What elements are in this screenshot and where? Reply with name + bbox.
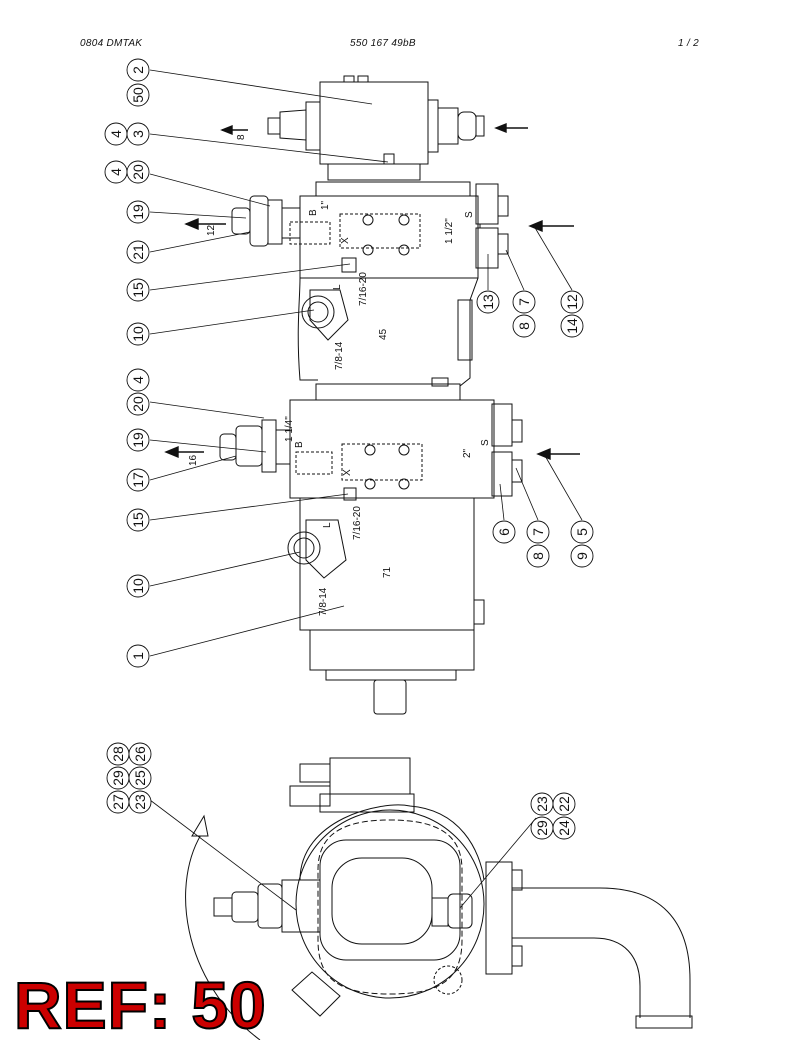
balloon-19: 19 bbox=[130, 432, 146, 448]
balloon-20: 20 bbox=[130, 396, 146, 412]
balloon-14: 14 bbox=[564, 318, 580, 334]
pump-lower bbox=[219, 399, 523, 715]
pump-upper bbox=[231, 181, 509, 387]
balloon-3: 3 bbox=[130, 130, 146, 138]
displacement-71: 71 bbox=[382, 566, 393, 578]
port-size-12: 12 bbox=[206, 224, 217, 236]
port-size-8: 8 bbox=[236, 134, 247, 140]
balloon-26: 26 bbox=[132, 746, 148, 762]
balloon-22: 22 bbox=[556, 796, 572, 812]
balloon-9: 9 bbox=[574, 552, 590, 560]
port-label-b-lower: B bbox=[294, 441, 305, 448]
item-balloons: 2 50 4 3 4 20 19 21 15 10 13 8 7 14 12 4… bbox=[104, 58, 594, 840]
port-label-x-lower: X bbox=[342, 469, 353, 476]
balloon-2: 2 bbox=[130, 66, 146, 74]
pump-end-view bbox=[185, 757, 693, 1040]
balloon-7: 7 bbox=[516, 298, 532, 306]
port-size-1-1-2: 1 1/2" bbox=[444, 218, 455, 244]
port-size-1-1-4: 1 1/4" bbox=[284, 416, 295, 442]
balloon-20: 20 bbox=[130, 164, 146, 180]
port-size-1-inch: 1" bbox=[320, 200, 331, 210]
balloon-6: 6 bbox=[496, 528, 512, 536]
balloon-21: 21 bbox=[130, 244, 146, 260]
balloon-4: 4 bbox=[108, 130, 124, 138]
balloon-15: 15 bbox=[130, 512, 146, 528]
balloon-15: 15 bbox=[130, 282, 146, 298]
balloon-4: 4 bbox=[108, 168, 124, 176]
balloon-25: 25 bbox=[132, 770, 148, 786]
balloon-1: 1 bbox=[130, 652, 146, 660]
balloon-50: 50 bbox=[130, 87, 146, 103]
port-label-l-upper: L bbox=[332, 284, 343, 290]
balloon-29: 29 bbox=[534, 820, 550, 836]
balloon-17: 17 bbox=[130, 472, 146, 488]
port-label-b-upper: B bbox=[308, 209, 319, 216]
balloon-4: 4 bbox=[130, 376, 146, 384]
balloon-29: 29 bbox=[110, 770, 126, 786]
thread-7-16-20-upper: 7/16-20 bbox=[358, 272, 369, 306]
thread-7-16-20-lower: 7/16-20 bbox=[352, 506, 363, 540]
balloon-23: 23 bbox=[534, 796, 550, 812]
balloon-19: 19 bbox=[130, 204, 146, 220]
balloon-10: 10 bbox=[130, 326, 146, 342]
port-label-s-lower: S bbox=[480, 439, 491, 446]
port-size-16: 16 bbox=[188, 454, 199, 466]
balloon-28: 28 bbox=[110, 746, 126, 762]
port-label-s-upper: S bbox=[464, 211, 475, 218]
leader-lines bbox=[149, 69, 583, 911]
drawing-annotations: 8 12 B 1" X S 1 1/2" 7/16-20 L 7/8-14 45… bbox=[188, 134, 491, 616]
balloon-23: 23 bbox=[132, 794, 148, 810]
balloon-27: 27 bbox=[110, 794, 126, 810]
balloon-13: 13 bbox=[480, 294, 496, 310]
header-center: 550 167 49bB bbox=[350, 38, 416, 49]
balloon-10: 10 bbox=[130, 578, 146, 594]
balloon-5: 5 bbox=[574, 528, 590, 536]
balloon-24: 24 bbox=[556, 820, 572, 836]
flow-arrows bbox=[164, 122, 580, 461]
balloon-12: 12 bbox=[564, 294, 580, 310]
coupling bbox=[315, 377, 461, 401]
port-label-l-lower: L bbox=[322, 522, 333, 528]
header-page: 1 / 2 bbox=[678, 38, 699, 49]
ref-stamp: REF: 50 bbox=[13, 968, 267, 1042]
displacement-45: 45 bbox=[378, 328, 389, 340]
thread-7-8-14-upper: 7/8-14 bbox=[334, 341, 345, 370]
balloon-8: 8 bbox=[530, 552, 546, 560]
port-label-x-upper: X bbox=[340, 237, 351, 244]
port-size-2-inch: 2" bbox=[462, 448, 473, 458]
header-left: 0804 DMTAK bbox=[80, 38, 143, 49]
balloon-7: 7 bbox=[530, 528, 546, 536]
balloon-8: 8 bbox=[516, 322, 532, 330]
valve-block-top bbox=[267, 75, 485, 181]
thread-7-8-14-lower: 7/8-14 bbox=[318, 587, 329, 616]
